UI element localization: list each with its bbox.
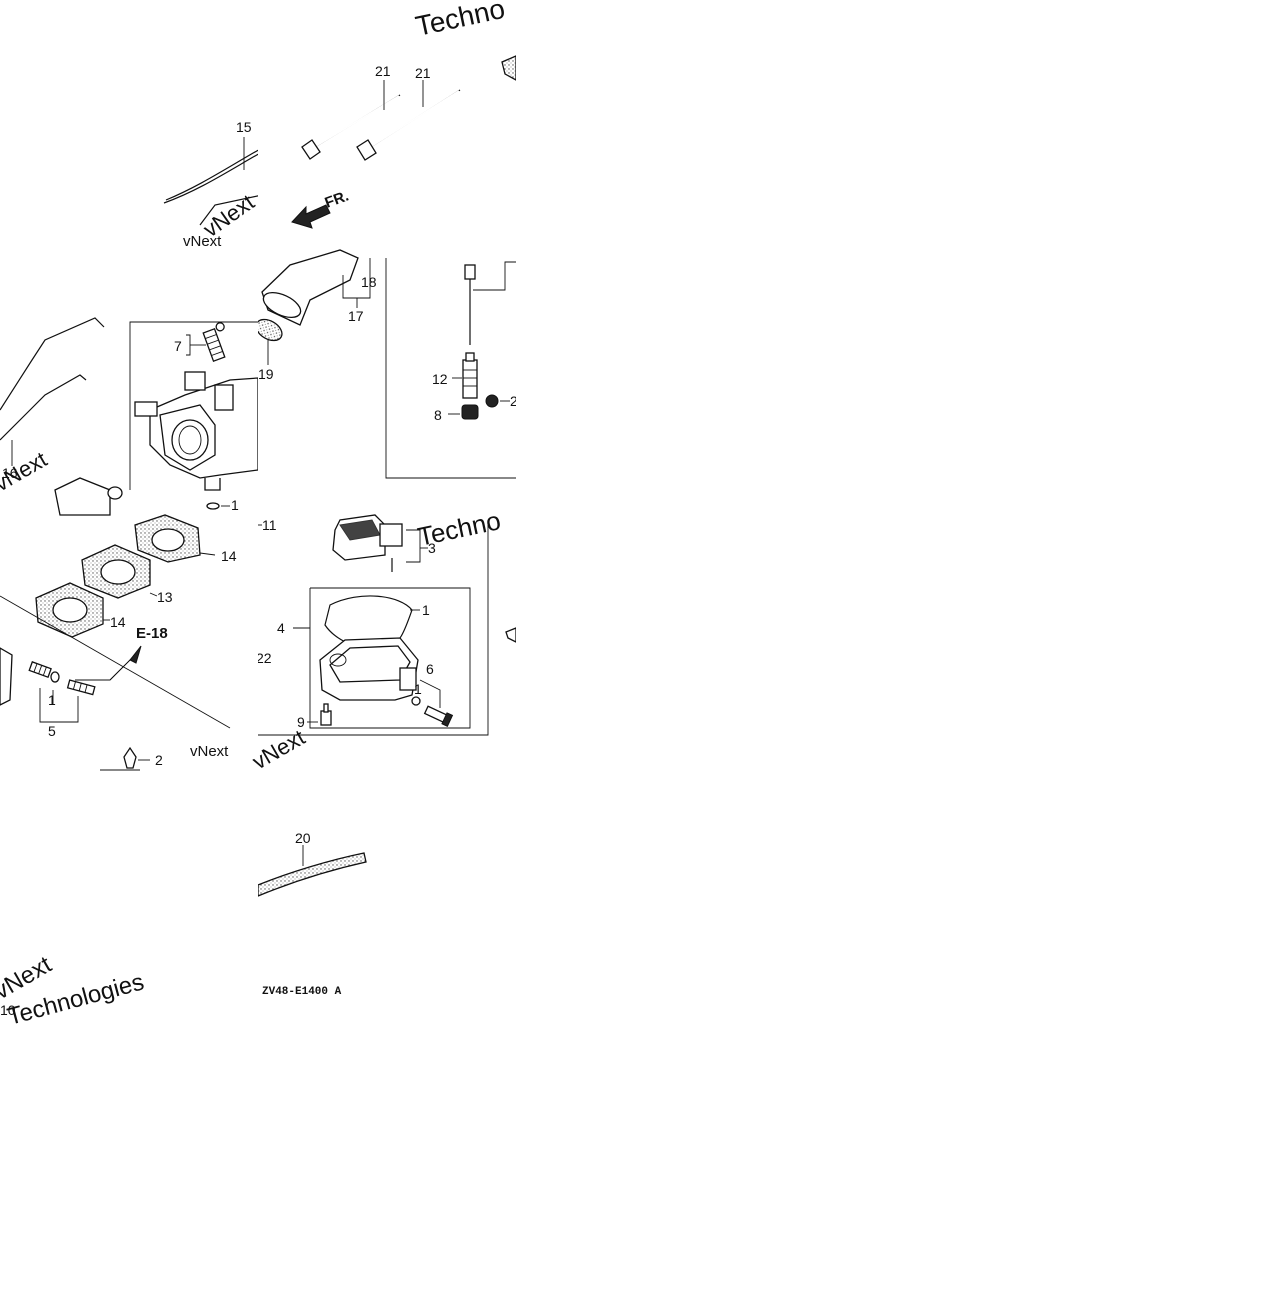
callout-label: 1 bbox=[231, 497, 239, 513]
watermark-text: vNext bbox=[183, 233, 222, 250]
watermark-text: Techno bbox=[413, 0, 508, 42]
callout-label: 1 bbox=[414, 681, 422, 697]
callout-label: 14 bbox=[110, 614, 126, 630]
callout-label: 21 bbox=[375, 63, 391, 79]
callout-label: 16 bbox=[2, 465, 18, 481]
callout-label: 22 bbox=[256, 650, 272, 666]
bolt-21b bbox=[356, 89, 461, 161]
callout-label: 14 bbox=[221, 548, 237, 564]
callout-label: 1 bbox=[48, 692, 56, 708]
callout-label: 2 bbox=[510, 393, 518, 409]
callout-label: 8 bbox=[434, 407, 442, 423]
callout-label: 10 bbox=[0, 1002, 16, 1018]
callout-label: 18 bbox=[361, 274, 377, 290]
direction-label: FR. bbox=[323, 188, 352, 212]
callout-label: 15 bbox=[236, 119, 252, 135]
callout-label: 13 bbox=[157, 589, 173, 605]
callout-label: 19 bbox=[258, 366, 274, 382]
callout-label: 7 bbox=[174, 338, 182, 354]
callout-label: 1 bbox=[422, 602, 430, 618]
diagram-code: ZV48-E1400 A bbox=[262, 986, 342, 998]
callout-label: 5 bbox=[48, 723, 56, 739]
callout-label: 6 bbox=[426, 661, 434, 677]
right-strip: FR. bbox=[256, 55, 518, 998]
callout-label: 2 bbox=[155, 752, 163, 768]
callout-label: 17 bbox=[348, 308, 364, 324]
left-strip: 15 16 7 1 14 13 14 E-18 1 5 2 10 bbox=[0, 119, 258, 1018]
callout-label: 4 bbox=[277, 620, 285, 636]
bolt-21a bbox=[301, 94, 401, 160]
reference-label: E-18 bbox=[136, 625, 168, 642]
callout-label: 21 bbox=[415, 65, 431, 81]
callout-label: 11 bbox=[262, 517, 277, 533]
callout-label: 20 bbox=[295, 830, 311, 846]
watermark-text: vNext bbox=[248, 725, 309, 775]
callout-label: 9 bbox=[297, 714, 305, 730]
watermark-text: vNext bbox=[190, 743, 229, 760]
callout-label: 3 bbox=[428, 540, 436, 556]
callout-label: 12 bbox=[432, 371, 448, 387]
